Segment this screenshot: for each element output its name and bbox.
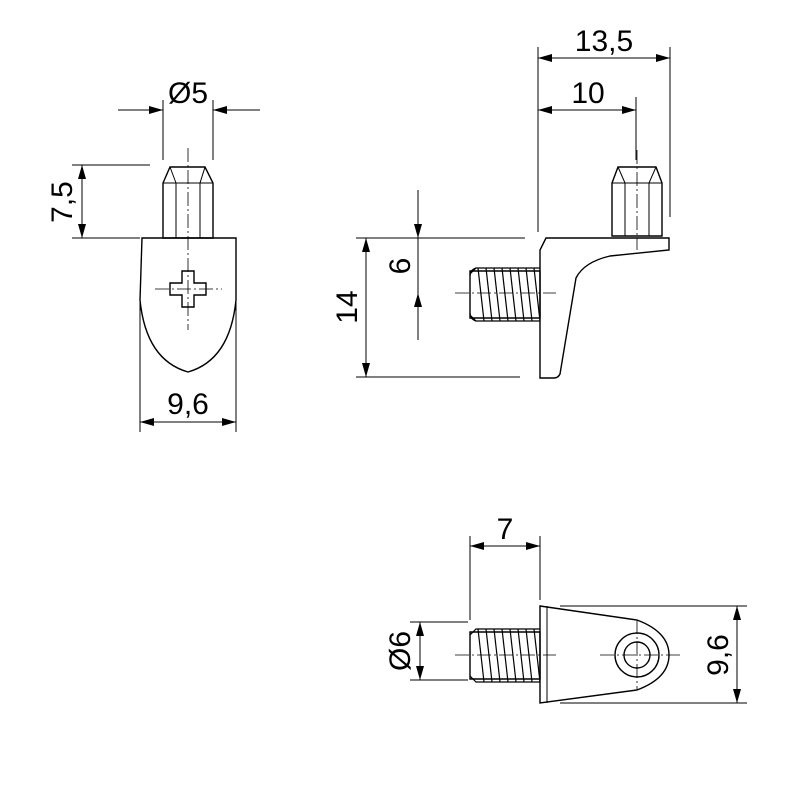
- front-view: Ø5 7,5 9,6: [46, 77, 260, 432]
- dim-side-total-depth: 13,5: [575, 25, 633, 58]
- dim-front-pin-height: 7,5: [46, 181, 79, 223]
- front-body: [139, 237, 237, 373]
- dim-side-height: 14: [331, 290, 364, 323]
- side-view: 13,5 10 14 6: [331, 25, 671, 379]
- dim-top-screw-diameter: Ø6: [384, 631, 417, 671]
- dim-side-screw-offset: 6: [384, 258, 417, 275]
- dim-front-pin-diameter: Ø5: [168, 77, 208, 110]
- top-screw: [469, 628, 541, 683]
- dim-front-width: 9,6: [167, 388, 209, 421]
- side-bracket: [539, 237, 670, 379]
- top-view: 7 Ø6 9,6: [384, 513, 747, 704]
- dim-top-width: 9,6: [702, 634, 735, 676]
- dim-top-screw-length: 7: [497, 513, 514, 546]
- side-screw: [469, 267, 541, 322]
- phillips-cross: [169, 270, 207, 308]
- dim-side-pin-offset: 10: [571, 77, 604, 110]
